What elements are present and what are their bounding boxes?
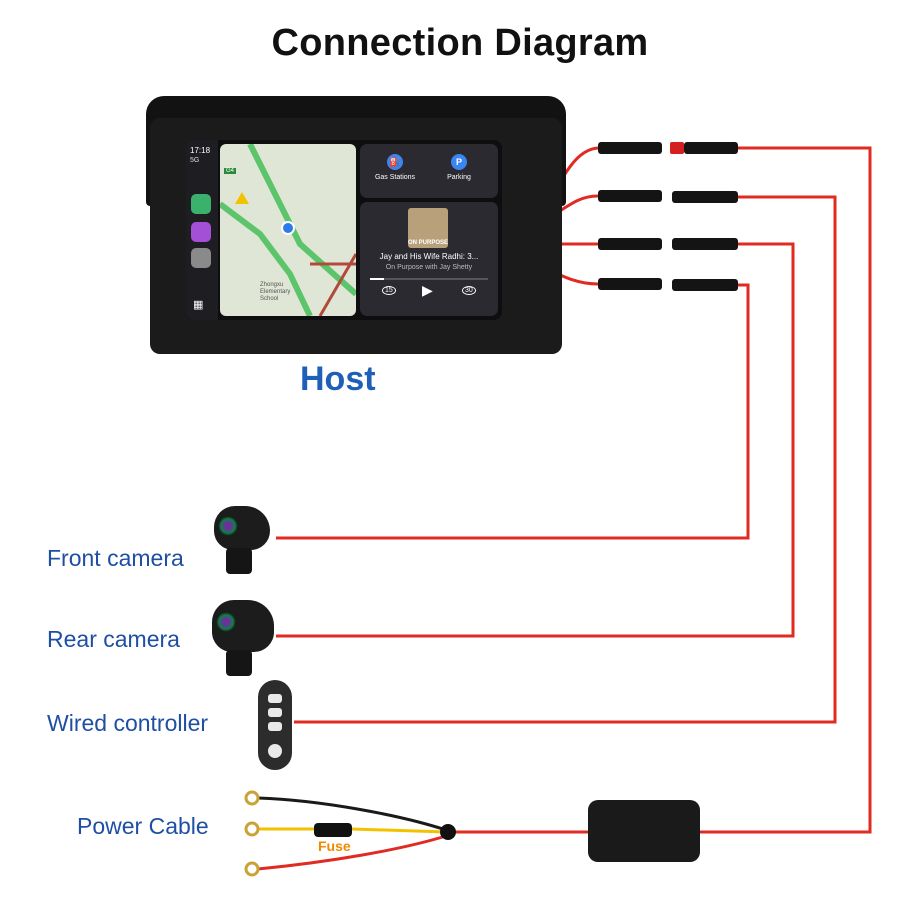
- gas-station-icon: ⛽: [387, 154, 403, 170]
- controller-button-2: [268, 708, 282, 717]
- controller-button-1: [268, 694, 282, 703]
- host-screen: 17:18 5G ▦ G4 Zhongxu Elementary School: [186, 140, 502, 320]
- rear-camera-mount: [226, 650, 252, 676]
- status-time: 17:18: [190, 146, 211, 155]
- playback-progress-fill: [370, 278, 385, 280]
- connector-female-4: [672, 279, 738, 291]
- podcasts-app-icon: [191, 222, 211, 242]
- front-camera-label: Front camera: [47, 545, 184, 571]
- gas-stations-label: Gas Stations: [374, 174, 416, 181]
- settings-app-icon: [191, 248, 211, 268]
- front-camera-lens-icon: [218, 516, 238, 536]
- ring-terminal-2: [244, 821, 260, 837]
- map-label: Elementary: [260, 289, 291, 295]
- fuse-label: Fuse: [318, 838, 351, 854]
- power-connector-red-cap: [670, 142, 684, 154]
- connector-male-3: [598, 238, 662, 250]
- map-label: School: [260, 296, 279, 302]
- rear-camera-wire: [276, 242, 795, 638]
- front-camera-wire: [276, 283, 750, 540]
- ring-terminal-1: [244, 790, 260, 806]
- ring-terminal-3: [244, 861, 260, 877]
- wired-controller-label: Wired controller: [47, 710, 209, 736]
- map-label: Zhongxu: [260, 282, 284, 288]
- app-grid-icon: ▦: [193, 299, 204, 311]
- connector-female-1: [684, 142, 738, 154]
- map-route-badge: G4: [224, 168, 237, 174]
- track-title: Jay and His Wife Radhi: 3...: [379, 252, 479, 261]
- rear-camera-lens-icon: [216, 612, 236, 632]
- map-view: G4 Zhongxu Elementary School: [220, 144, 356, 316]
- black-power-lead: [257, 796, 447, 832]
- connector-male-2: [598, 190, 662, 202]
- connector-male-1: [598, 142, 662, 154]
- parking-icon: P: [451, 154, 467, 170]
- wired-controller: [258, 680, 292, 770]
- connector-female-2: [672, 191, 738, 203]
- host-label: Host: [300, 360, 376, 398]
- controller-wire: [294, 195, 837, 724]
- playback-progress[interactable]: [370, 278, 488, 280]
- power-module-box: [588, 800, 700, 862]
- yellow-power-lead: [258, 827, 447, 834]
- now-playing-widget: ON PURPOSE Jay and His Wife Radhi: 3... …: [360, 202, 498, 316]
- controller-button-3: [268, 722, 282, 731]
- status-network: 5G: [190, 157, 200, 164]
- rewind-button[interactable]: 15: [382, 286, 396, 295]
- controller-button-4: [268, 744, 282, 758]
- gas-stations-button[interactable]: ⛽ Gas Stations: [368, 154, 422, 181]
- parking-button[interactable]: P Parking: [432, 154, 486, 181]
- front-camera-mount: [226, 548, 252, 574]
- track-subtitle: On Purpose with Jay Shetty: [385, 264, 473, 271]
- power-cable-label: Power Cable: [77, 813, 209, 839]
- poi-widget: ⛽ Gas Stations P Parking: [360, 144, 498, 198]
- forward-button[interactable]: 30: [462, 286, 476, 295]
- parking-label: Parking: [447, 174, 471, 181]
- album-art: ON PURPOSE: [408, 208, 448, 248]
- cable-junction: [440, 824, 456, 840]
- host-device: 17:18 5G ▦ G4 Zhongxu Elementary School: [146, 96, 566, 354]
- connector-female-3: [672, 238, 738, 250]
- fuse-holder: [314, 823, 352, 837]
- red-power-lead: [257, 834, 447, 871]
- rear-camera-label: Rear camera: [47, 626, 180, 652]
- maps-app-icon: [191, 194, 211, 214]
- map-roads: [220, 144, 356, 316]
- diagram-title: Connection Diagram: [271, 22, 649, 64]
- power-wire: [700, 146, 872, 834]
- album-art-text: ON PURPOSE: [408, 240, 449, 246]
- connector-male-4: [598, 278, 662, 290]
- play-icon[interactable]: ▶: [422, 282, 433, 298]
- carplay-sidebar: 17:18 5G ▦: [186, 140, 218, 320]
